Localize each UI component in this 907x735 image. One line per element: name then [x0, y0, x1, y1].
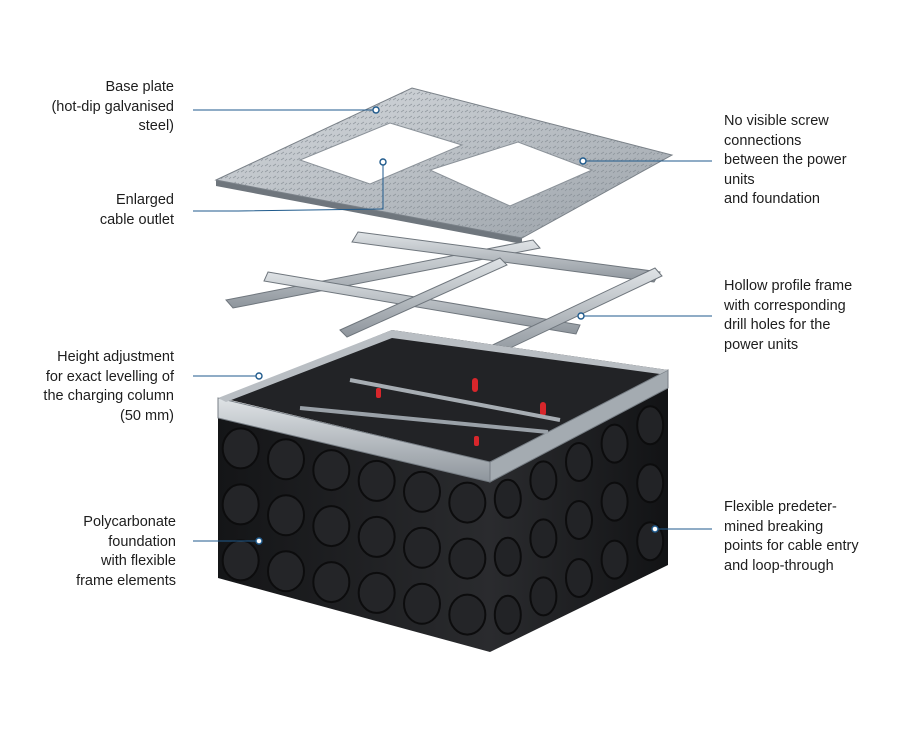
anchor-dot	[651, 525, 659, 533]
breaking-point-disc	[221, 427, 260, 470]
callout-text: Hollow profile frame	[724, 278, 853, 294]
callout-text: with flexible	[101, 553, 176, 569]
callout-text: power units	[724, 336, 799, 353]
callout-text: between the power	[724, 152, 847, 168]
breaking-point-disc	[448, 593, 487, 636]
foundation-interior	[222, 330, 668, 462]
breaking-point-disc	[493, 536, 522, 577]
cable-outlet-opening-left	[298, 122, 464, 185]
anchor-dot	[577, 312, 585, 320]
breaking-point-disc	[312, 505, 351, 548]
anchor-dot	[372, 106, 380, 114]
callout-breaking-points: Flexible predeter- mined breaking points…	[724, 498, 859, 576]
steel-rim-back	[218, 330, 668, 402]
callout-text: Base plate	[105, 79, 174, 95]
breaking-point-disc	[267, 550, 305, 593]
base-plate	[214, 87, 674, 244]
breaking-point-disc	[600, 539, 629, 580]
anchor-dot	[579, 157, 587, 165]
inner-rod	[349, 378, 561, 422]
breaking-point-disc	[357, 459, 396, 502]
breaking-point-disc	[448, 481, 487, 524]
breaking-point-disc	[565, 442, 593, 482]
adjustment-marker	[472, 378, 478, 392]
breaking-point-disc	[565, 558, 593, 598]
frame-rail-back	[351, 231, 661, 283]
callout-text: Polycarbonate	[83, 514, 176, 530]
callout-text: No visible screw	[724, 113, 829, 129]
callout-text: the charging column	[43, 388, 174, 404]
leader-lines	[193, 106, 712, 545]
callout-text: steel)	[138, 118, 174, 134]
adjustment-marker	[376, 388, 381, 398]
callout-text: drill holes for the	[724, 317, 831, 333]
callout-text: for exact levelling of	[45, 368, 174, 385]
breaking-point-disc	[221, 539, 260, 582]
breaking-point-disc	[636, 463, 665, 504]
breaking-point-disc	[493, 478, 522, 519]
adjustment-marker	[474, 436, 479, 446]
callout-text: cable outlet	[99, 211, 174, 228]
callout-text: Height adjustment	[57, 349, 174, 365]
callout-base-plate: Base plate (hot-dip galvanised steel)	[51, 78, 174, 137]
base-plate-tread	[216, 88, 672, 238]
breaking-point-disc	[357, 515, 396, 558]
callout-text: mined breaking	[724, 518, 824, 535]
breaking-point-disc	[529, 460, 558, 501]
callout-text: Flexible predeter-	[724, 499, 837, 515]
breaking-point-disc	[312, 449, 351, 492]
hollow-profile-frame	[225, 231, 663, 359]
breaking-point-disc	[221, 483, 260, 526]
breaking-point-disc	[600, 481, 629, 522]
breaking-point-disc	[493, 594, 522, 635]
breaking-point-disc	[636, 521, 665, 562]
leader-line	[193, 162, 384, 212]
callout-text: Enlarged	[115, 192, 174, 208]
breaking-point-disc	[357, 571, 396, 614]
callout-text: frame elements	[76, 572, 176, 589]
anchor-dot	[379, 158, 387, 166]
breaking-point-disc	[312, 561, 351, 604]
anchor-dot	[255, 372, 263, 380]
callout-text: foundation	[108, 533, 176, 550]
breaking-point-disc	[565, 500, 593, 540]
anchor-dot	[255, 537, 263, 545]
callout-text: and foundation	[724, 191, 820, 207]
callout-cable-outlet: Enlarged cable outlet	[100, 191, 174, 230]
callout-text: units	[724, 171, 755, 188]
breaking-points-left	[221, 427, 487, 636]
breaking-point-disc	[267, 494, 305, 537]
breaking-point-disc	[529, 576, 558, 617]
breaking-point-disc	[636, 405, 665, 446]
adjustment-marker	[540, 402, 546, 416]
cable-outlet-opening-right	[428, 141, 594, 207]
callout-height-adjustment: Height adjustment for exact levelling of…	[43, 348, 174, 426]
callout-profile-frame: Hollow profile frame with corresponding …	[724, 277, 852, 355]
breaking-point-disc	[600, 423, 629, 464]
breaking-point-disc	[403, 470, 441, 513]
breaking-point-disc	[403, 526, 441, 569]
callout-text: with corresponding	[724, 297, 846, 314]
breaking-point-disc	[529, 518, 558, 559]
callout-text: (50 mm)	[120, 407, 174, 424]
frame-rail-center	[339, 257, 508, 338]
breaking-point-disc	[267, 438, 305, 481]
inner-rod	[299, 406, 549, 434]
callout-text: connections	[724, 132, 802, 149]
callout-screw-connections: No visible screw connections between the…	[724, 112, 847, 210]
callout-text: and loop-through	[724, 557, 834, 574]
callout-foundation: Polycarbonate foundation with flexible f…	[76, 513, 176, 591]
callout-text: points for cable entry	[724, 538, 859, 554]
breaking-point-disc	[448, 537, 487, 580]
breaking-point-disc	[403, 582, 441, 625]
steel-rim-right	[489, 369, 669, 483]
callout-text: (hot-dip galvanised	[51, 98, 174, 115]
breaking-points-right	[493, 405, 665, 635]
polycarbonate-foundation	[217, 330, 669, 652]
